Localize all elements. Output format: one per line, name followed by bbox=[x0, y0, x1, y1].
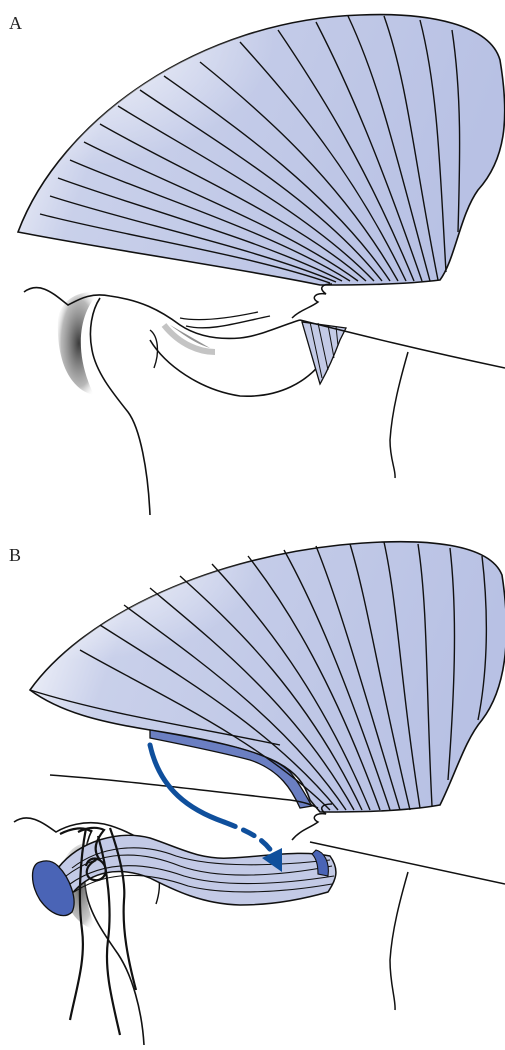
humeral-shadow-a bbox=[58, 292, 100, 395]
panel-b bbox=[14, 542, 505, 1045]
panel-a bbox=[18, 15, 505, 515]
